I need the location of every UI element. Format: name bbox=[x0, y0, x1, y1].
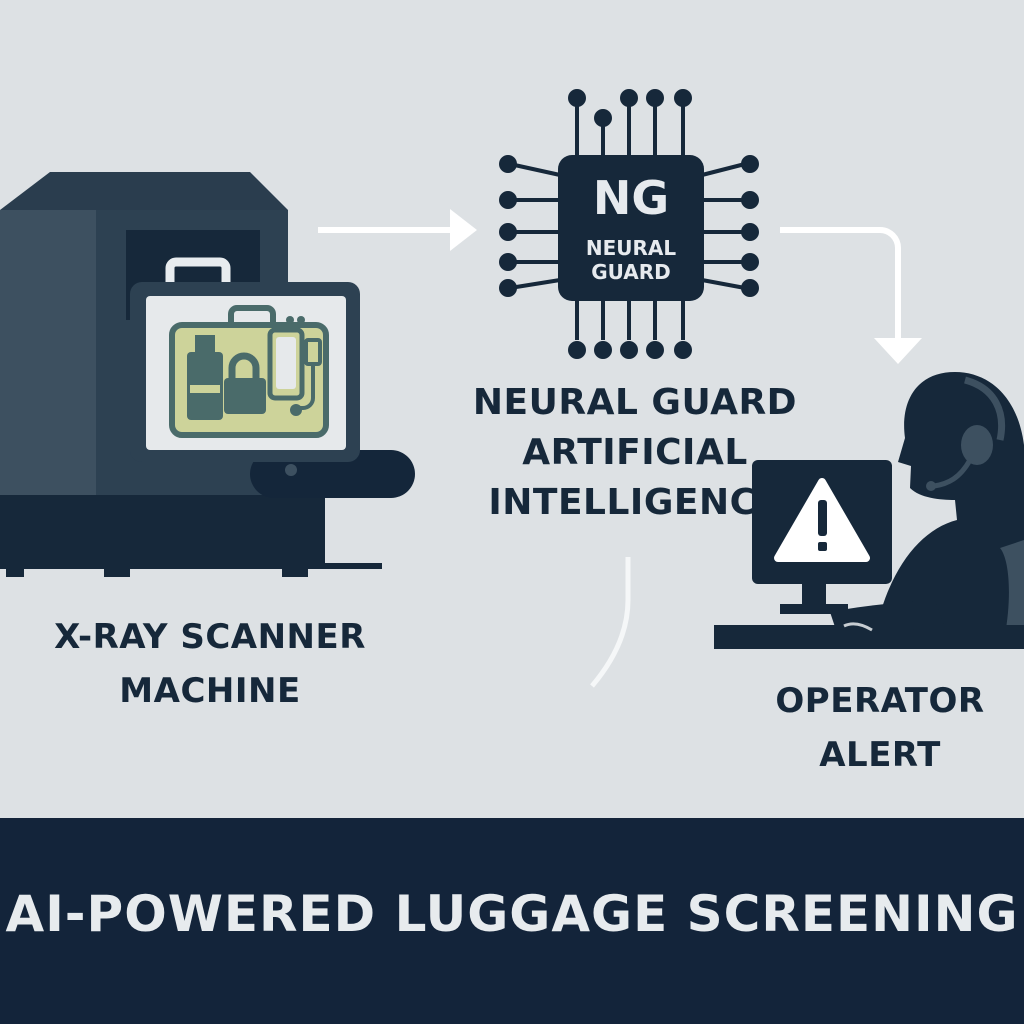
ai-label-line-1: NEURAL GUARD bbox=[472, 382, 798, 423]
operator-label-line-1: OPERATOR bbox=[775, 681, 985, 721]
footer-banner bbox=[0, 818, 1024, 1024]
ai-label: NEURAL GUARD ARTIFICIAL INTELLIGENCE bbox=[470, 378, 800, 528]
xray-scanner-icon bbox=[0, 172, 415, 577]
footer-title: AI-POWERED LUGGAGE SCREENING bbox=[5, 885, 1019, 943]
scanner-label-line-2: MACHINE bbox=[119, 671, 301, 711]
scanner-label: X-RAY SCANNER MACHINE bbox=[20, 610, 400, 718]
ai-label-line-3: INTELLIGENCE bbox=[488, 482, 782, 523]
chip-text: NEURAL GUARD bbox=[585, 236, 677, 284]
operator-monitor-icon bbox=[714, 372, 1024, 649]
ai-label-line-2: ARTIFICIAL bbox=[522, 432, 748, 473]
chip-monogram: NG bbox=[592, 171, 670, 225]
scanner-label-line-1: X-RAY SCANNER bbox=[54, 617, 366, 657]
operator-label: OPERATOR ALERT bbox=[760, 674, 1000, 782]
operator-label-line-2: ALERT bbox=[819, 735, 941, 775]
arrow-scanner-to-ai bbox=[318, 209, 477, 251]
ai-chip-icon bbox=[499, 89, 759, 359]
arrow-ai-to-operator bbox=[780, 227, 922, 364]
connector-curve bbox=[590, 557, 631, 688]
